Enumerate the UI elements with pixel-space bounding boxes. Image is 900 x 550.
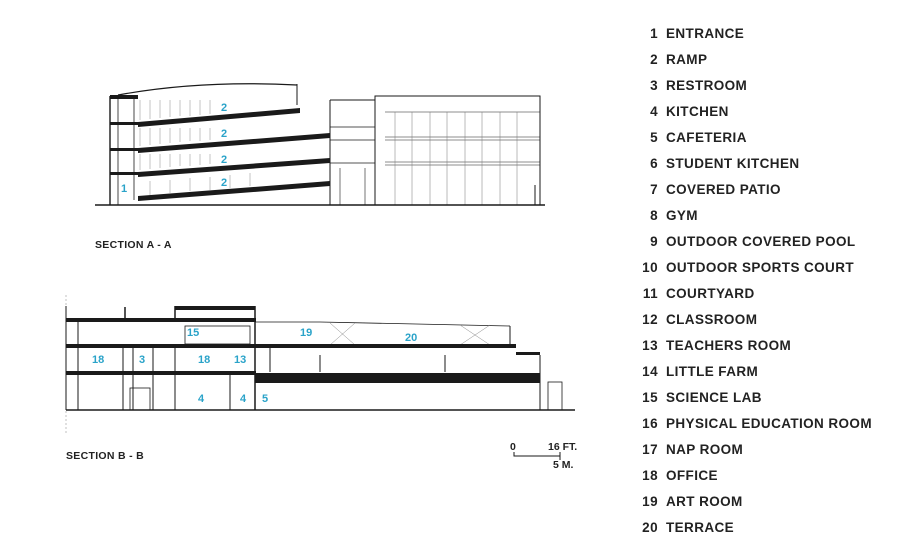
scale-zero-label: 0 (510, 441, 516, 453)
scale-feet-label: 16 FT. (548, 441, 578, 453)
legend-number: 5 (650, 129, 658, 145)
tag-section-b-science-lab: 15 (187, 327, 199, 339)
legend-number: 4 (650, 103, 658, 119)
legend-item: 6 STUDENT KITCHEN (630, 150, 890, 176)
legend-label: COURTYARD (666, 285, 755, 301)
legend-item: 19 ART ROOM (630, 488, 890, 514)
legend-item: 5 CAFETERIA (630, 124, 890, 150)
legend-label: OUTDOOR SPORTS COURT (666, 259, 855, 275)
legend-label: RAMP (666, 51, 708, 67)
scale-bar (513, 452, 561, 460)
legend-number: 9 (650, 233, 658, 249)
legend-item: 12 CLASSROOM (630, 306, 890, 332)
section-a-right-block (374, 95, 541, 206)
tag-section-b-office-mid: 18 (198, 354, 210, 366)
legend-item: 16 PHYSICAL EDUCATION ROOM (630, 410, 890, 436)
legend-item: 18 OFFICE (630, 462, 890, 488)
legend-number: 15 (642, 389, 658, 405)
legend-number: 14 (642, 363, 658, 379)
section-b-slab (66, 344, 516, 348)
legend-label: TEACHERS ROOM (666, 337, 792, 353)
legend-item: 11 COURTYARD (630, 280, 890, 306)
legend-label: RESTROOM (666, 77, 748, 93)
legend-label: GYM (666, 207, 698, 223)
tag-section-b-teachers-room: 13 (234, 354, 246, 366)
legend-item: 15 SCIENCE LAB (630, 384, 890, 410)
legend-label: TERRACE (666, 519, 735, 535)
legend-label: LITTLE FARM (666, 363, 759, 379)
legend-item: 13 TEACHERS ROOM (630, 332, 890, 358)
legend-number: 13 (642, 337, 658, 353)
legend-number: 17 (642, 441, 658, 457)
tag-section-b-office-left: 18 (92, 354, 104, 366)
section-a-label: SECTION A - A (95, 239, 172, 251)
tag-section-a-entrance: 1 (121, 183, 127, 195)
legend-item: 20 TERRACE (630, 514, 890, 540)
legend-item: 2 RAMP (630, 46, 890, 72)
legend-item: 1 ENTRANCE (630, 20, 890, 46)
legend-label: CLASSROOM (666, 311, 758, 327)
legend-label: PHYSICAL EDUCATION ROOM (666, 415, 872, 431)
legend-label: SCIENCE LAB (666, 389, 762, 405)
legend-item: 8 GYM (630, 202, 890, 228)
tag-section-a-ramp-3: 2 (221, 128, 227, 140)
legend-label: STUDENT KITCHEN (666, 155, 800, 171)
legend-label: OFFICE (666, 467, 718, 483)
legend-number: 12 (642, 311, 658, 327)
tag-section-b-kitchen-left: 4 (198, 393, 205, 405)
section-a-roof-arc (117, 83, 298, 96)
legend-number: 3 (650, 77, 658, 93)
legend-label: COVERED PATIO (666, 181, 781, 197)
tag-section-b-terrace: 20 (405, 332, 417, 344)
section-a-drawing (95, 83, 545, 206)
legend-label: ENTRANCE (666, 25, 745, 41)
tag-section-b-kitchen-right: 4 (240, 393, 247, 405)
legend-number: 2 (650, 51, 658, 67)
legend-item: 10 OUTDOOR SPORTS COURT (630, 254, 890, 280)
legend-label: NAP ROOM (666, 441, 744, 457)
legend-item: 9 OUTDOOR COVERED POOL (630, 228, 890, 254)
section-b-label: SECTION B - B (66, 450, 144, 462)
legend-label: CAFETERIA (666, 129, 747, 145)
legend-number: 10 (642, 259, 658, 275)
tag-section-b-restroom: 3 (139, 354, 145, 366)
section-b-drawing (65, 295, 575, 435)
legend-label: OUTDOOR COVERED POOL (666, 233, 856, 249)
legend-item: 14 LITTLE FARM (630, 358, 890, 384)
legend-number: 7 (650, 181, 658, 197)
tag-section-a-ramp-1: 2 (221, 177, 227, 189)
scale-meters-label: 5 M. (553, 459, 574, 471)
legend-label: KITCHEN (666, 103, 729, 119)
architectural-sections-drawing: 2 2 2 2 1 15 19 20 18 3 18 13 4 4 5 (65, 83, 575, 460)
tag-section-a-ramp-2: 2 (221, 154, 227, 166)
legend-number: 1 (650, 25, 658, 41)
room-legend: 1 ENTRANCE 2 RAMP 3 RESTROOM 4 KITCHEN 5 CAFE… (630, 20, 890, 540)
legend-number: 19 (642, 493, 658, 509)
tag-section-a-ramp-4: 2 (221, 102, 227, 114)
legend-number: 18 (642, 467, 658, 483)
legend-item: 4 KITCHEN (630, 98, 890, 124)
legend-number: 16 (642, 415, 658, 431)
tag-section-b-cafeteria: 5 (262, 393, 268, 405)
legend-number: 20 (642, 519, 658, 535)
section-a-ramp-slab (138, 108, 300, 127)
legend-number: 11 (642, 285, 658, 301)
legend-item: 17 NAP ROOM (630, 436, 890, 462)
legend-label: ART ROOM (666, 493, 743, 509)
legend-item: 7 COVERED PATIO (630, 176, 890, 202)
section-a-slab (110, 95, 138, 99)
legend-item: 3 RESTROOM (630, 72, 890, 98)
legend-number: 8 (650, 207, 658, 223)
legend-number: 6 (650, 155, 658, 171)
tag-section-b-art-room: 19 (300, 327, 312, 339)
